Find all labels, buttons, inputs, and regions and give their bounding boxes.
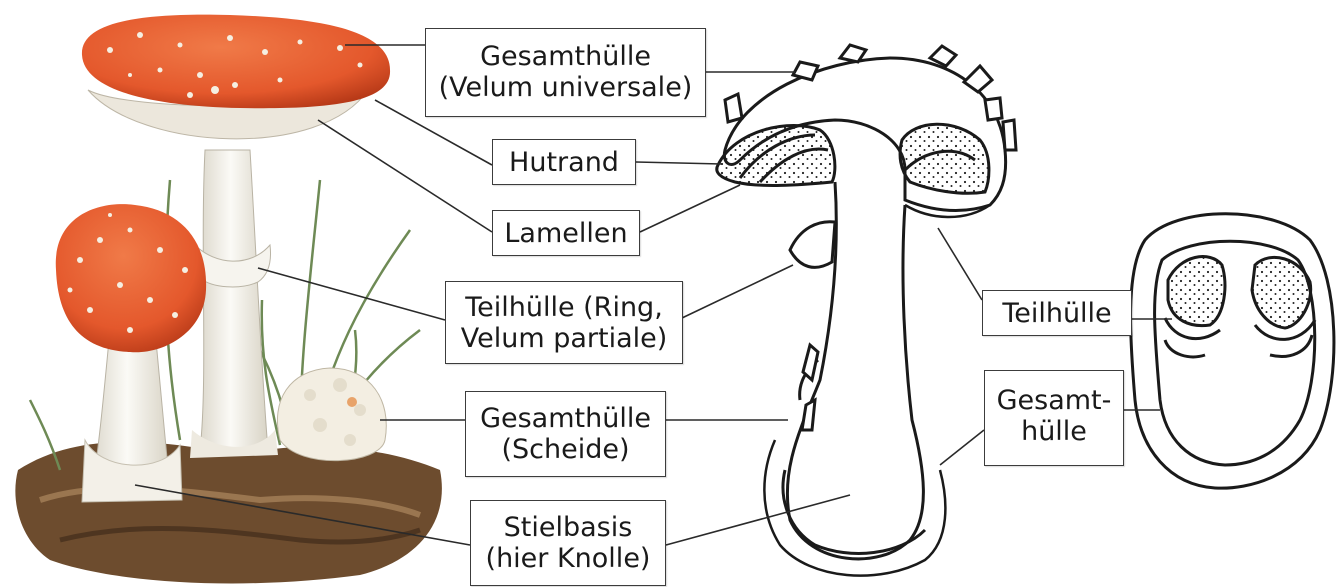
label-line: (Scheide) — [466, 434, 665, 465]
label-line: Hutrand — [493, 147, 635, 178]
label-line: Stielbasis — [471, 512, 665, 543]
label-line: Gesamthülle — [426, 41, 705, 72]
young-mushroom-egg — [277, 368, 386, 461]
soil-ground — [15, 442, 442, 584]
label-hutrand: Hutrand — [492, 139, 636, 185]
label-line: Gesamthülle — [466, 403, 665, 434]
egg-stage-drawing — [1131, 214, 1334, 488]
label-line: Teilhülle (Ring, — [446, 292, 682, 323]
label-line: hülle — [985, 416, 1123, 447]
label-line: (Velum universale) — [426, 72, 705, 103]
label-line: Gesamt- — [985, 385, 1123, 416]
label-gesamthuelle-scheide: Gesamthülle (Scheide) — [465, 391, 666, 477]
label-gesamthuelle-right: Gesamt- hülle — [984, 370, 1124, 466]
label-teilhuelle-ring: Teilhülle (Ring, Velum partiale) — [445, 281, 683, 364]
label-line: Lamellen — [493, 218, 639, 249]
label-line: Velum partiale) — [446, 323, 682, 354]
cross-section-drawing — [717, 45, 1016, 576]
label-gesamthuelle-velum-universale: Gesamthülle (Velum universale) — [425, 28, 706, 117]
label-teilhuelle-right: Teilhülle — [982, 290, 1132, 336]
label-line: Teilhülle — [983, 298, 1131, 329]
label-stielbasis: Stielbasis (hier Knolle) — [470, 500, 666, 586]
label-line: (hier Knolle) — [471, 543, 665, 574]
label-lamellen: Lamellen — [492, 210, 640, 256]
